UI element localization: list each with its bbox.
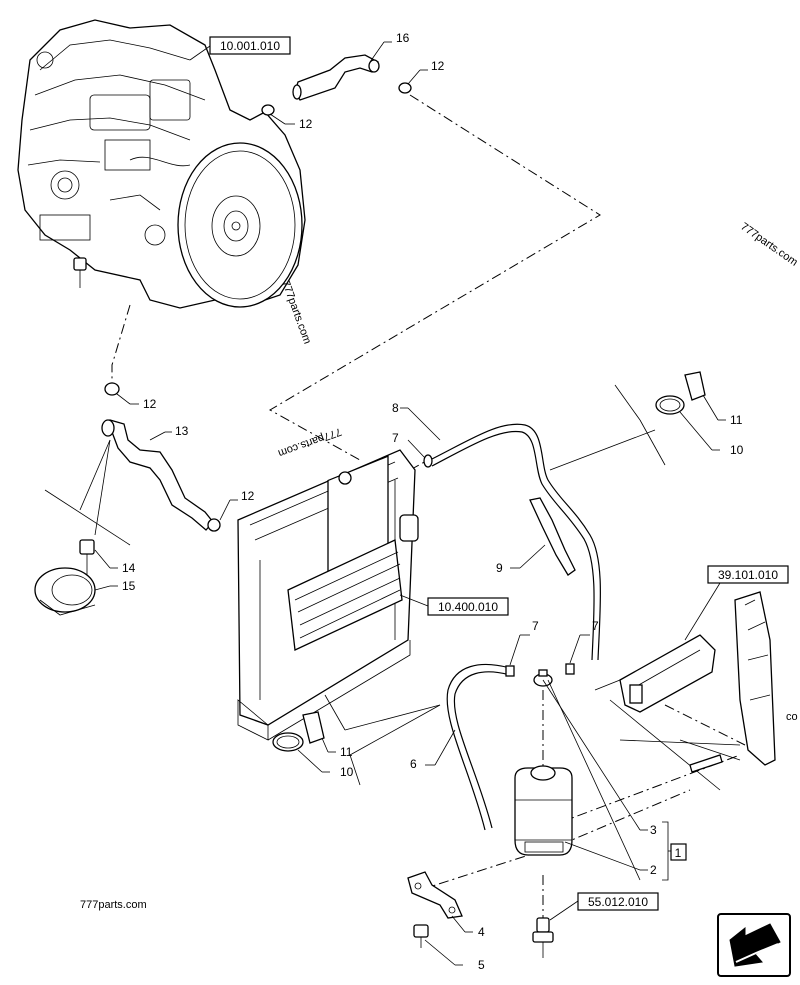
sensor-reference[interactable]: 55.012.010 [577,892,659,911]
clamp-12-upper-left [261,104,275,116]
callout-6: 6 [410,757,417,771]
callout-3: 3 [650,823,657,837]
svg-text:10.400.010: 10.400.010 [438,600,498,614]
watermark-top-right: 777parts.com [738,221,799,269]
watermark-radiator: 777parts.com [276,425,343,459]
clamp-12-upper-right [398,82,412,94]
lower-hose [101,419,214,531]
callout-2: 2 [650,863,657,877]
watermark-edge: co [786,711,798,723]
bracket-11-upper [684,371,706,401]
clip-7-right [565,663,575,675]
hose-9 [529,497,576,576]
radiator-reference[interactable]: 10.400.010 [427,597,509,616]
svg-text:10.001.010: 10.001.010 [220,39,280,53]
hose-guard [34,567,96,616]
upper-hose [292,54,380,101]
reservoir-cap [533,669,553,687]
callout-9: 9 [496,561,503,575]
callout-10b: 10 [340,765,354,779]
clamp-12-lower-left [104,382,120,396]
callout-7a: 7 [392,431,399,445]
clamp-12-lower-right [207,518,221,532]
engine-reference[interactable]: 10.001.010 [209,36,291,55]
watermark-engine: 777parts.com [279,279,313,346]
radiator-assembly [237,449,419,741]
hose-6 [446,663,511,831]
callout-7c: 7 [592,619,599,633]
watermark-bottom-left: 777parts.com [80,899,147,911]
hose-8 [423,423,601,661]
callout-10a: 10 [730,443,744,457]
plug-part [79,539,95,575]
arrow-down-left-icon[interactable] [717,913,791,977]
frame-reference[interactable]: 39.101.010 [707,565,789,584]
mounting-bracket [407,871,463,919]
clip-7-left [505,665,515,677]
callout-12a: 12 [431,59,445,73]
callout-11b: 11 [340,745,353,759]
callout-12c: 12 [143,397,157,411]
svg-text:1: 1 [675,846,682,860]
clamp-10-upper [655,395,685,415]
callout-15: 15 [122,579,136,593]
group-1-box: 1 [670,843,687,861]
clamp-10-lower [272,732,304,752]
coolant-reservoir [514,765,573,856]
callout-14: 14 [122,561,136,575]
callout-5: 5 [478,958,485,972]
callout-12b: 12 [299,117,313,131]
svg-text:39.101.010: 39.101.010 [718,568,778,582]
svg-text:55.012.010: 55.012.010 [588,895,648,909]
bracket-11-lower [302,711,325,744]
bolt-part [413,924,429,948]
callout-7b: 7 [532,619,539,633]
callout-13: 13 [175,424,189,438]
frame-assembly [594,591,776,791]
callout-8: 8 [392,401,399,415]
engine-assembly [17,19,306,309]
callout-12d: 12 [241,489,255,503]
callout-4: 4 [478,925,485,939]
callout-11a: 11 [730,413,743,427]
level-sensor [532,917,554,958]
callout-16: 16 [396,31,410,45]
